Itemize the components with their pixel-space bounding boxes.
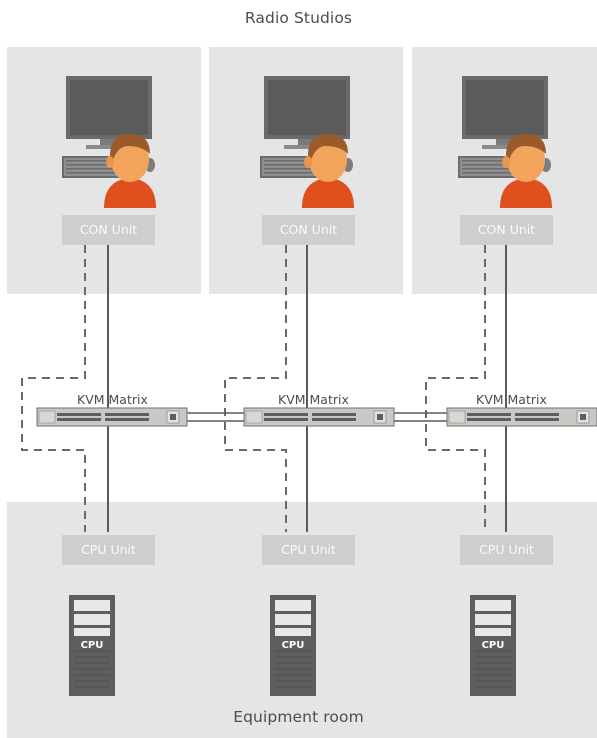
kvm-matrix-label-2: KVM Matrix [278,392,349,407]
server-label-1: CPU [80,640,104,651]
solid-links [107,245,507,532]
cpu-unit-1: CPU Unit [62,535,155,565]
con-unit-1: CON Unit [62,215,155,245]
radio-studios-title: Radio Studios [244,9,353,27]
cascade-links [187,412,448,422]
kvm-matrix-label-3: KVM Matrix [476,392,547,407]
kvm-switch-icon [446,407,597,427]
kvm-switch-icon [36,407,188,427]
con-unit-2: CON Unit [262,215,355,245]
cpu-unit-2: CPU Unit [262,535,355,565]
cpu-unit-3: CPU Unit [460,535,553,565]
server-label-2: CPU [281,640,305,651]
kvm-matrix-label-1: KVM Matrix [77,392,148,407]
con-unit-3: CON Unit [460,215,553,245]
dashed-links [21,245,486,532]
kvm-switch-icon [243,407,395,427]
equipment-room-title: Equipment room [233,708,364,726]
server-label-3: CPU [481,640,505,651]
